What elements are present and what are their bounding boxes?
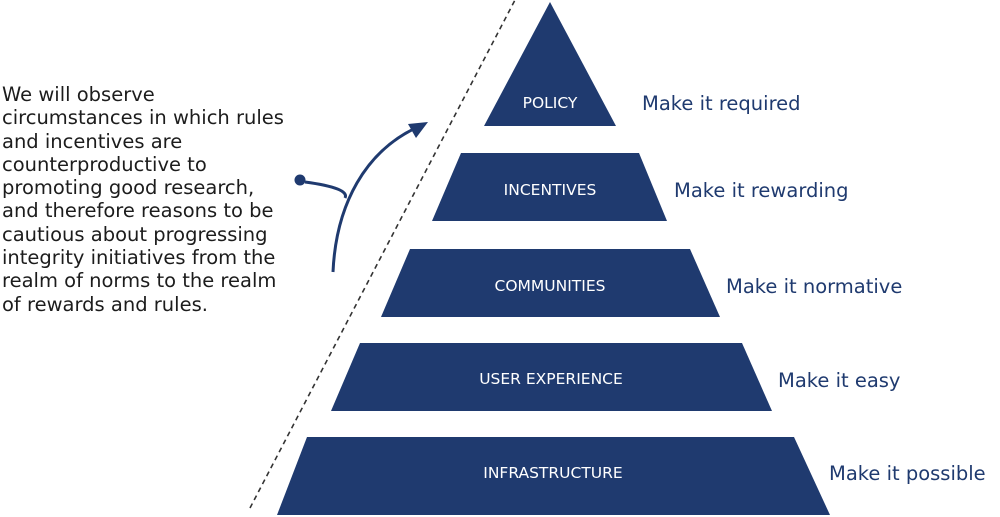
tier-label-incentives: INCENTIVES	[504, 181, 597, 199]
tier-goal-incentives: Make it rewarding	[674, 179, 849, 202]
tier-goal-user-experience: Make it easy	[778, 369, 900, 392]
annotation-line: We will observe	[2, 83, 155, 106]
tier-user-experience-shape	[331, 343, 772, 411]
tier-goal-communities: Make it normative	[726, 275, 902, 298]
tier-label-infrastructure: INFRASTRUCTURE	[483, 464, 622, 482]
annotation-line: and incentives are	[2, 129, 183, 153]
tier-label-user-experience: USER EXPERIENCE	[479, 370, 623, 388]
dashed-divider	[249, 0, 516, 509]
tier-label-communities: COMMUNITIES	[495, 277, 606, 295]
annotation-text: We will observe circumstances in which r…	[2, 83, 320, 316]
bullet-dot-icon	[294, 174, 306, 186]
tier-infrastructure-shape	[277, 437, 830, 515]
annotation-line: realm of norms to the realm	[2, 269, 277, 293]
tier-communities-shape	[381, 249, 720, 317]
arrow-connector	[304, 180, 347, 199]
annotation-line: cautious about progressing	[2, 222, 268, 246]
tier-label-policy: POLICY	[523, 94, 578, 112]
annotation-line: of rewards and rules.	[2, 292, 208, 316]
annotation-line: counterproductive to	[2, 152, 207, 176]
annotation-line: and therefore reasons to be	[2, 199, 274, 223]
tier-goal-policy: Make it required	[642, 92, 801, 115]
tier-goal-infrastructure: Make it possible	[829, 462, 986, 485]
annotation-line: circumstances in which rules	[2, 106, 284, 130]
arrow-head-icon	[408, 122, 428, 138]
arrow-curve	[331, 124, 421, 273]
annotation-line: integrity initiatives from the	[2, 246, 276, 270]
tier-policy-shape	[484, 2, 616, 126]
tier-incentives-shape	[432, 153, 667, 221]
annotation-line: promoting good research,	[2, 176, 255, 200]
